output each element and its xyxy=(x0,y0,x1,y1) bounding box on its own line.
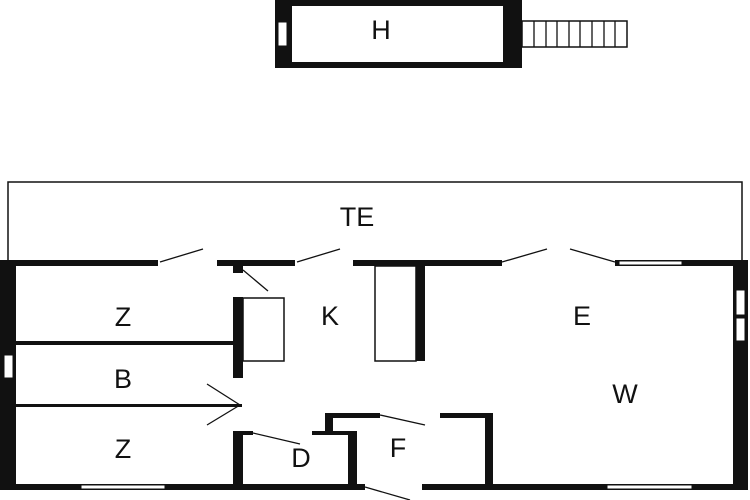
door xyxy=(159,248,204,263)
window xyxy=(3,354,14,379)
shed-window xyxy=(277,21,288,47)
window xyxy=(80,484,166,490)
interior-walls xyxy=(16,265,493,485)
kitchen-counter xyxy=(374,265,417,362)
room-label-shed: H xyxy=(371,15,391,45)
stairs xyxy=(521,20,628,48)
window xyxy=(606,484,693,490)
window xyxy=(735,289,746,316)
kitchen-counter xyxy=(242,297,285,362)
room-label-terrace: TE xyxy=(340,202,375,232)
door xyxy=(569,248,616,263)
room-label-kitchen: K xyxy=(321,301,339,331)
window xyxy=(735,317,746,342)
room-label-shower: D xyxy=(291,443,311,473)
room-label-dining: E xyxy=(573,301,591,331)
door xyxy=(296,248,341,263)
room-label-storage: F xyxy=(390,433,407,463)
room-label-bedroom-top: Z xyxy=(115,302,132,332)
door xyxy=(501,248,548,263)
room-label-bathroom: B xyxy=(114,364,132,394)
exterior-walls xyxy=(0,248,748,500)
shed: H xyxy=(275,0,628,68)
door xyxy=(364,486,411,500)
room-label-living: W xyxy=(612,379,638,409)
window xyxy=(618,260,683,266)
terrace: TE xyxy=(7,181,743,260)
room-label-bedroom-bottom: Z xyxy=(115,434,132,464)
